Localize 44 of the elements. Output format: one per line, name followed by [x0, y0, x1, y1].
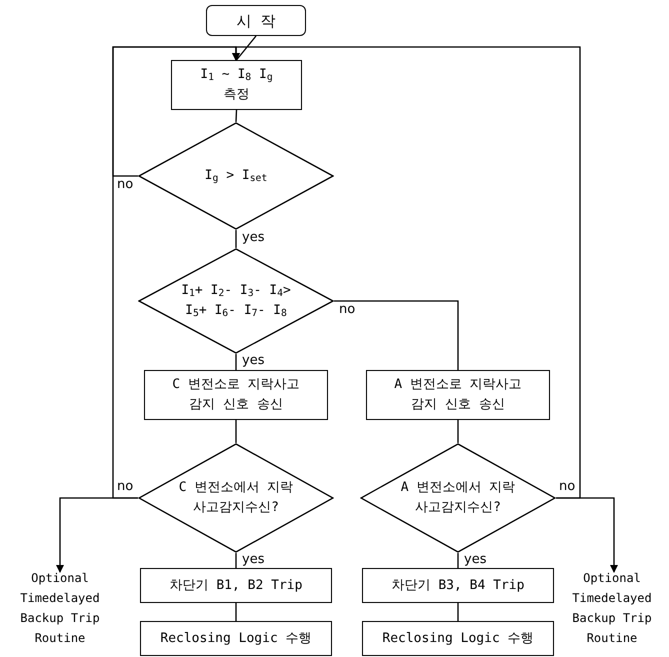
connector-line: [457, 553, 459, 568]
decision-diamond: [138, 122, 334, 230]
arrow: [556, 497, 618, 573]
connector-line: [235, 420, 237, 443]
arrow: [232, 46, 581, 499]
process-box: [140, 568, 332, 603]
process-box: [171, 60, 302, 110]
process-box: [140, 621, 332, 656]
node-text: A 변전소에서 지락 사고감지수신?: [400, 479, 516, 517]
node-text: I$_{1}$ ~ I$_{8}$ I$_{g}$ 측정: [199, 66, 274, 104]
node-text: C 변전소에서 지락 사고감지수신?: [178, 479, 294, 517]
decision-diamond: [360, 443, 556, 553]
node-text: Reclosing Logic 수행: [159, 630, 313, 648]
connector-line: [235, 110, 238, 122]
connector-line: [235, 553, 237, 568]
arrow: [56, 497, 138, 573]
edge-label: yes: [241, 231, 266, 245]
process-box: [144, 370, 328, 420]
connector-line: [457, 420, 459, 443]
node-text: A 변전소로 지락사고 감지 신호 송신: [393, 376, 523, 414]
connector-line: [236, 36, 256, 60]
process-box: [366, 370, 550, 420]
process-box: [362, 568, 554, 603]
process-box: [362, 621, 554, 656]
node-text: Optional Timedelayed Backup Trip Routine: [571, 570, 653, 647]
connector-line: [334, 300, 459, 370]
node-text: 시 작: [235, 10, 277, 30]
node-text: I$_{g}$ > I$_{set}$: [204, 167, 268, 186]
node-text: Optional Timedelayed Backup Trip Routine: [19, 570, 101, 647]
node-text: 차단기 B3, B4 Trip: [390, 576, 526, 594]
node-text: Reclosing Logic 수행: [381, 630, 535, 648]
node-text: C 변전소로 지락사고 감지 신호 송신: [171, 376, 301, 414]
connector-line: [235, 603, 237, 621]
connector-line: [235, 354, 237, 370]
connector-line: [457, 603, 459, 621]
node-text: I$_{1}$+ I$_{2}$- I$_{3}$- I$_{4}$> I$_{5}$+ I$_{6}$- I$_{7}$- I$_{8}$: [180, 282, 292, 321]
start-terminal: [206, 5, 306, 36]
edge-label: yes: [241, 553, 266, 567]
node-text: 차단기 B1, B2 Trip: [168, 576, 304, 594]
decision-diamond: [138, 248, 334, 354]
edge-label: yes: [463, 553, 488, 567]
connector-line: [235, 230, 237, 248]
decision-diamond: [138, 443, 334, 553]
edge-label: yes: [241, 354, 266, 368]
